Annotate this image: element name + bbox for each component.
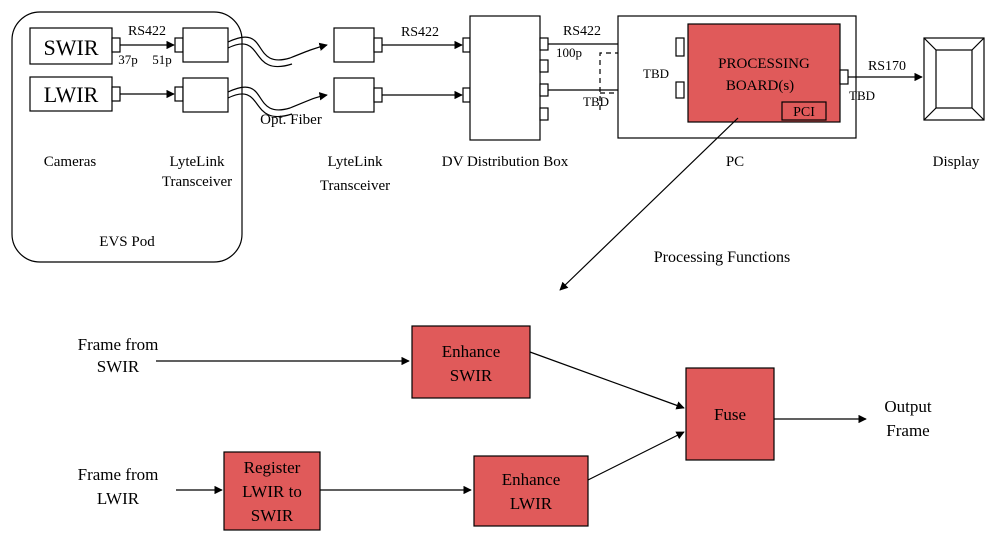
processing-label-line1: PROCESSING	[718, 56, 810, 72]
display-monitor-inner	[935, 49, 973, 109]
dv-box-port-in-top	[462, 37, 471, 53]
pc-port-bottom	[675, 81, 685, 99]
evs-pod-container	[11, 11, 243, 263]
caption-lytelink2-line1: LyteLink	[328, 154, 383, 170]
processing-functions-label: Processing Functions	[654, 249, 790, 266]
swir-camera-box	[29, 27, 113, 65]
lytelink1-top-box	[182, 27, 229, 63]
dv-box-port-out-3	[539, 83, 549, 97]
lytelink1-top-port	[174, 37, 184, 53]
rs422-label-b: RS422	[401, 25, 439, 40]
dashed-link-top	[599, 48, 676, 110]
pci-slot	[781, 101, 827, 121]
lytelink2-bottom-port	[373, 87, 383, 103]
processing-label-line2: BOARD(s)	[726, 78, 794, 94]
display-bevel-br	[971, 107, 985, 121]
register-line3: SWIR	[251, 506, 294, 525]
processing-board-out-port	[839, 69, 849, 85]
enhance-lwir-block	[473, 455, 589, 527]
pci-label: PCI	[793, 105, 815, 120]
fuse-label: Fuse	[714, 405, 746, 424]
opt-fiber-label: Opt. Fiber	[260, 112, 322, 128]
lytelink1-bottom-box	[182, 77, 229, 113]
tbd-label-2: TBD	[643, 66, 669, 81]
dv-distribution-box	[469, 15, 541, 141]
enhance-lwir-line1: Enhance	[502, 470, 561, 489]
caption-evs-pod: EVS Pod	[99, 234, 155, 250]
dv-box-port-out-4	[539, 107, 549, 121]
pc-port-top	[675, 37, 685, 57]
enhance-swir-block	[411, 325, 531, 399]
output-frame-line2: Frame	[886, 421, 929, 440]
lwir-camera-box	[29, 76, 113, 112]
frame-from-lwir-line1: Frame from	[78, 465, 159, 484]
enhance-lwir-line2: LWIR	[510, 494, 553, 513]
frame-from-swir-line2: SWIR	[97, 357, 140, 376]
register-line1: Register	[244, 458, 301, 477]
tbd-label-3: TBD	[849, 88, 875, 103]
lwir-label: LWIR	[44, 82, 99, 107]
caption-display: Display	[933, 154, 980, 170]
register-block	[223, 451, 321, 531]
caption-lytelink1-line2: Transceiver	[162, 174, 232, 190]
register-line2: LWIR to	[242, 482, 302, 501]
caption-lytelink2-line2: Transceiver	[320, 178, 390, 194]
caption-cameras: Cameras	[44, 154, 97, 170]
lytelink2-top-box	[333, 27, 375, 63]
display-bevel-tr	[971, 37, 985, 51]
swir-camera-port	[111, 37, 121, 53]
caption-lytelink1-line1: LyteLink	[170, 154, 225, 170]
enhance-swir-line2: SWIR	[450, 366, 493, 385]
enhance-lwir-to-fuse-arrow	[587, 431, 685, 481]
caption-dv-box: DV Distribution Box	[442, 154, 569, 170]
optical-fiber-top	[227, 36, 328, 61]
lytelink1-bottom-port	[174, 86, 184, 102]
optical-fiber-bottom	[227, 86, 328, 111]
dv-box-port-out-1	[539, 37, 549, 51]
frame-from-lwir-line2: LWIR	[97, 489, 140, 508]
lytelink2-top-port	[373, 37, 383, 53]
processing-functions-arrow	[559, 117, 739, 291]
dv-box-port-out-2	[539, 59, 549, 73]
dv-box-port-in-bottom	[462, 87, 471, 103]
lytelink2-bottom-box	[333, 77, 375, 113]
rs170-label: RS170	[868, 59, 906, 74]
pins-37-label: 37p	[118, 52, 138, 67]
lwir-camera-port	[111, 86, 121, 102]
swir-label: SWIR	[44, 35, 99, 60]
pins-100-label: 100p	[556, 45, 582, 60]
optical-fiber-top-inner	[227, 43, 293, 68]
output-frame-line1: Output	[884, 397, 932, 416]
rs422-label-a: RS422	[128, 24, 166, 39]
display-bevel-bl	[923, 107, 937, 121]
enhance-swir-to-fuse-arrow	[529, 351, 685, 410]
frame-from-swir-line1: Frame from	[78, 335, 159, 354]
display-bevel-tl	[923, 37, 937, 51]
fuse-block	[685, 367, 775, 461]
caption-pc: PC	[726, 154, 744, 170]
pins-51-label: 51p	[152, 52, 172, 67]
rs422-label-c: RS422	[563, 24, 601, 39]
tbd-label-1: TBD	[583, 94, 609, 109]
optical-fiber-bottom-inner	[227, 93, 293, 118]
enhance-swir-line1: Enhance	[442, 342, 501, 361]
